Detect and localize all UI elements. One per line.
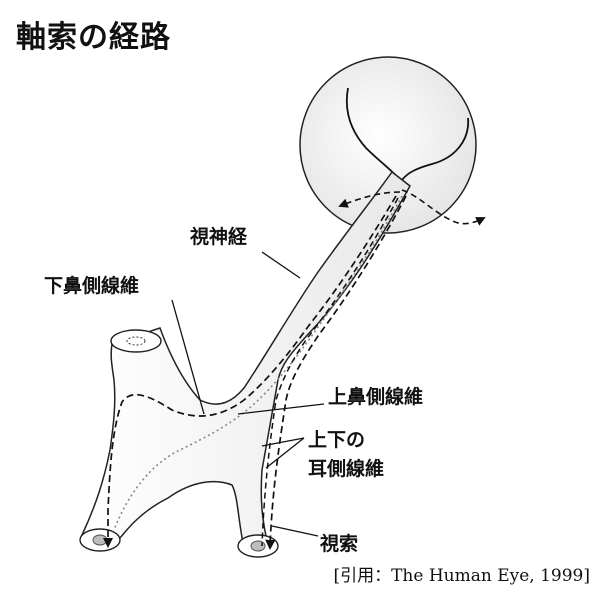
fiber-path-temporal-lower [262, 198, 398, 546]
label-temporal-line2: 耳側線維 [308, 457, 384, 480]
leader-optic-nerve [262, 252, 300, 278]
label-optic-tract: 視索 [319, 532, 358, 555]
citation: [引用：The Human Eye, 1999] [333, 561, 590, 586]
left-nerve-stump [111, 330, 161, 352]
right-tract-lumen [251, 541, 265, 551]
leader-optic-tract [272, 526, 318, 536]
left-tract-lumen [93, 535, 107, 545]
leader-temporal-a [262, 438, 304, 446]
label-inferior-nasal: 下鼻側線維 [44, 274, 139, 297]
label-temporal-line1: 上下の [308, 429, 365, 451]
leader-temporal-b [266, 438, 304, 468]
label-superior-nasal: 上鼻側線維 [328, 385, 423, 408]
label-optic-nerve: 視神経 [189, 225, 248, 248]
